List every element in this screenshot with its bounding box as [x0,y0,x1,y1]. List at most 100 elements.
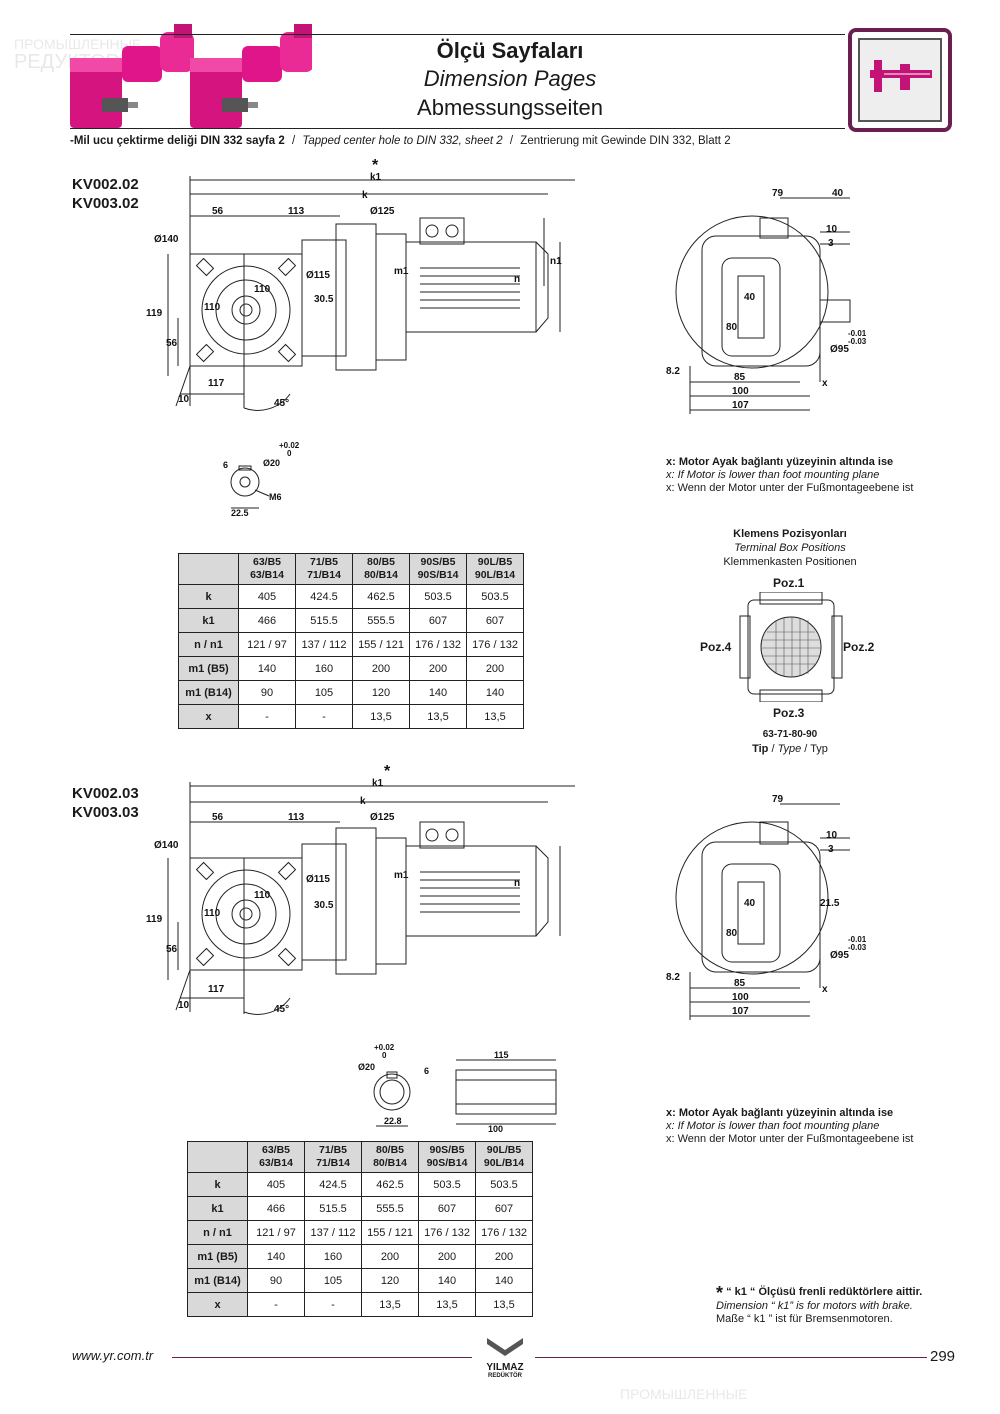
brand-name: YILMAZ [486,1362,524,1373]
row-label: n / n1 [187,1220,248,1245]
dim-n1: n1 [550,256,562,267]
dim-10b: 10 [826,830,838,841]
dim-117: 117 [208,984,225,995]
table-cell: 200 [466,656,524,681]
side-view-drawing-2: * k1 k 56 113 Ø125 Ø140 n m1 Ø115 110 11… [146,763,575,1015]
dim-79: 79 [772,794,784,805]
x-note-1-en: x: If Motor is lower than foot mounting … [666,469,880,481]
table-cell: 13,5 [475,1292,533,1317]
table-cell: 140 [409,680,467,705]
type-label-en: Type [777,743,802,755]
table-cell: 176 / 132 [409,632,467,657]
shaft-note-sep: / [509,135,514,147]
dim-95: Ø95 [830,344,849,355]
brake-note-tr: “ k1 “ Ölçüsü frenli redüktörlere aittir… [726,1286,923,1298]
x-note-2-en: x: If Motor is lower than foot mounting … [666,1120,880,1132]
table-cell: 140 [418,1268,476,1293]
shaft-note-en: Tapped center hole to DIN 332, sheet 2 [302,135,503,147]
x-note-2: x: Motor Ayak bağlantı yüzeyinin altında… [666,1107,966,1146]
terminal-title-tr: Klemens Pozisyonları [733,528,847,540]
shaft1-six: 6 [223,460,228,470]
terminal-title-de: Klemmenkasten Positionen [723,556,857,568]
poz-4-label: Poz.4 [700,640,732,654]
shaft2-six: 6 [424,1066,429,1076]
table-cell: 105 [304,1268,362,1293]
table-cell: 555.5 [352,608,410,633]
table-cell: 462.5 [361,1172,419,1197]
table-cell: 200 [475,1244,533,1269]
x-note-1-de: x: Wenn der Motor unter der Fußmontageeb… [666,482,914,494]
table-cell: 120 [361,1268,419,1293]
dim-85: 85 [734,978,746,989]
model-kv002-03: KV002.03 [72,785,139,802]
shaft1-width: 22.5 [231,508,249,518]
dim-k: k [360,796,366,807]
table-cell: 155 / 121 [352,632,410,657]
dim-110a: 110 [254,284,271,295]
type-label-tr: Tip [752,743,769,755]
dim-45: 45° [274,1004,289,1015]
table-cell: 13,5 [409,704,467,729]
dim-m1: m1 [394,870,409,881]
poz-3-label: Poz.3 [773,706,805,720]
dim-85: 85 [734,372,746,383]
model-label-1: KV002.02 KV003.02 [72,175,139,213]
page-title-tr: Ölçü Sayfaları [436,38,584,63]
table-cell: 200 [352,656,410,681]
table-cell: - [304,1292,362,1317]
table-cell: - [247,1292,305,1317]
dim-tol-lo: -0.03 [848,337,867,346]
terminal-box-diagram [739,592,843,702]
dim-45: 45° [274,398,289,409]
front-view-drawing-2: 79 10 3 40 21.5 80 -0.01 -0.03 Ø95 8.2 8… [666,794,867,1020]
dim-95: Ø95 [830,950,849,961]
dim-140: Ø140 [154,840,179,851]
x-note-2-de: x: Wenn der Motor unter der Fußmontageeb… [666,1133,914,1145]
type-label-de: Typ [810,743,828,755]
dim-115: Ø115 [306,270,330,281]
brand-sub: REDÜKTÖR [488,1373,522,1379]
table-cell: 515.5 [295,608,353,633]
dim-79: 79 [772,188,784,199]
table-cell: 13,5 [352,704,410,729]
dim-k: k [362,190,368,201]
star-mark: * [372,158,379,174]
table-cell: 405 [247,1172,305,1197]
shaft2-tol-hi: +0.02 [374,1043,395,1052]
footer-url[interactable]: www.yr.com.tr [72,1348,154,1363]
table-cell: 140 [238,656,296,681]
page-title-en: Dimension Pages [423,66,597,91]
row-label: x [178,704,239,729]
table-cell: 160 [295,656,353,681]
dim-10: 10 [178,1000,190,1011]
table-cell: 607 [418,1196,476,1221]
dim-k1: k1 [372,778,384,789]
dim-80: 80 [726,928,738,939]
table-cell: 121 / 97 [247,1220,305,1245]
dim-m1: m1 [394,266,409,277]
table-cell: 137 / 112 [304,1220,362,1245]
model-kv002-02: KV002.02 [72,176,139,193]
dim-n: n [514,274,520,285]
brand-logo-mark [487,1338,523,1356]
dim-10b: 10 [826,224,838,235]
table-cell: 200 [409,656,467,681]
side-view-drawing-1: * k1 k 56 113 Ø125 Ø140 n1 n m1 Ø115 110… [146,158,575,411]
page-number: 299 [930,1348,956,1365]
row-label: k1 [187,1196,248,1221]
dim-107: 107 [732,1006,749,1017]
shaft-note-de: Zentrierung mit Gewinde DIN 332, Blatt 2 [520,135,731,147]
table-cell: 90 [238,680,296,705]
row-label: x [187,1292,248,1317]
